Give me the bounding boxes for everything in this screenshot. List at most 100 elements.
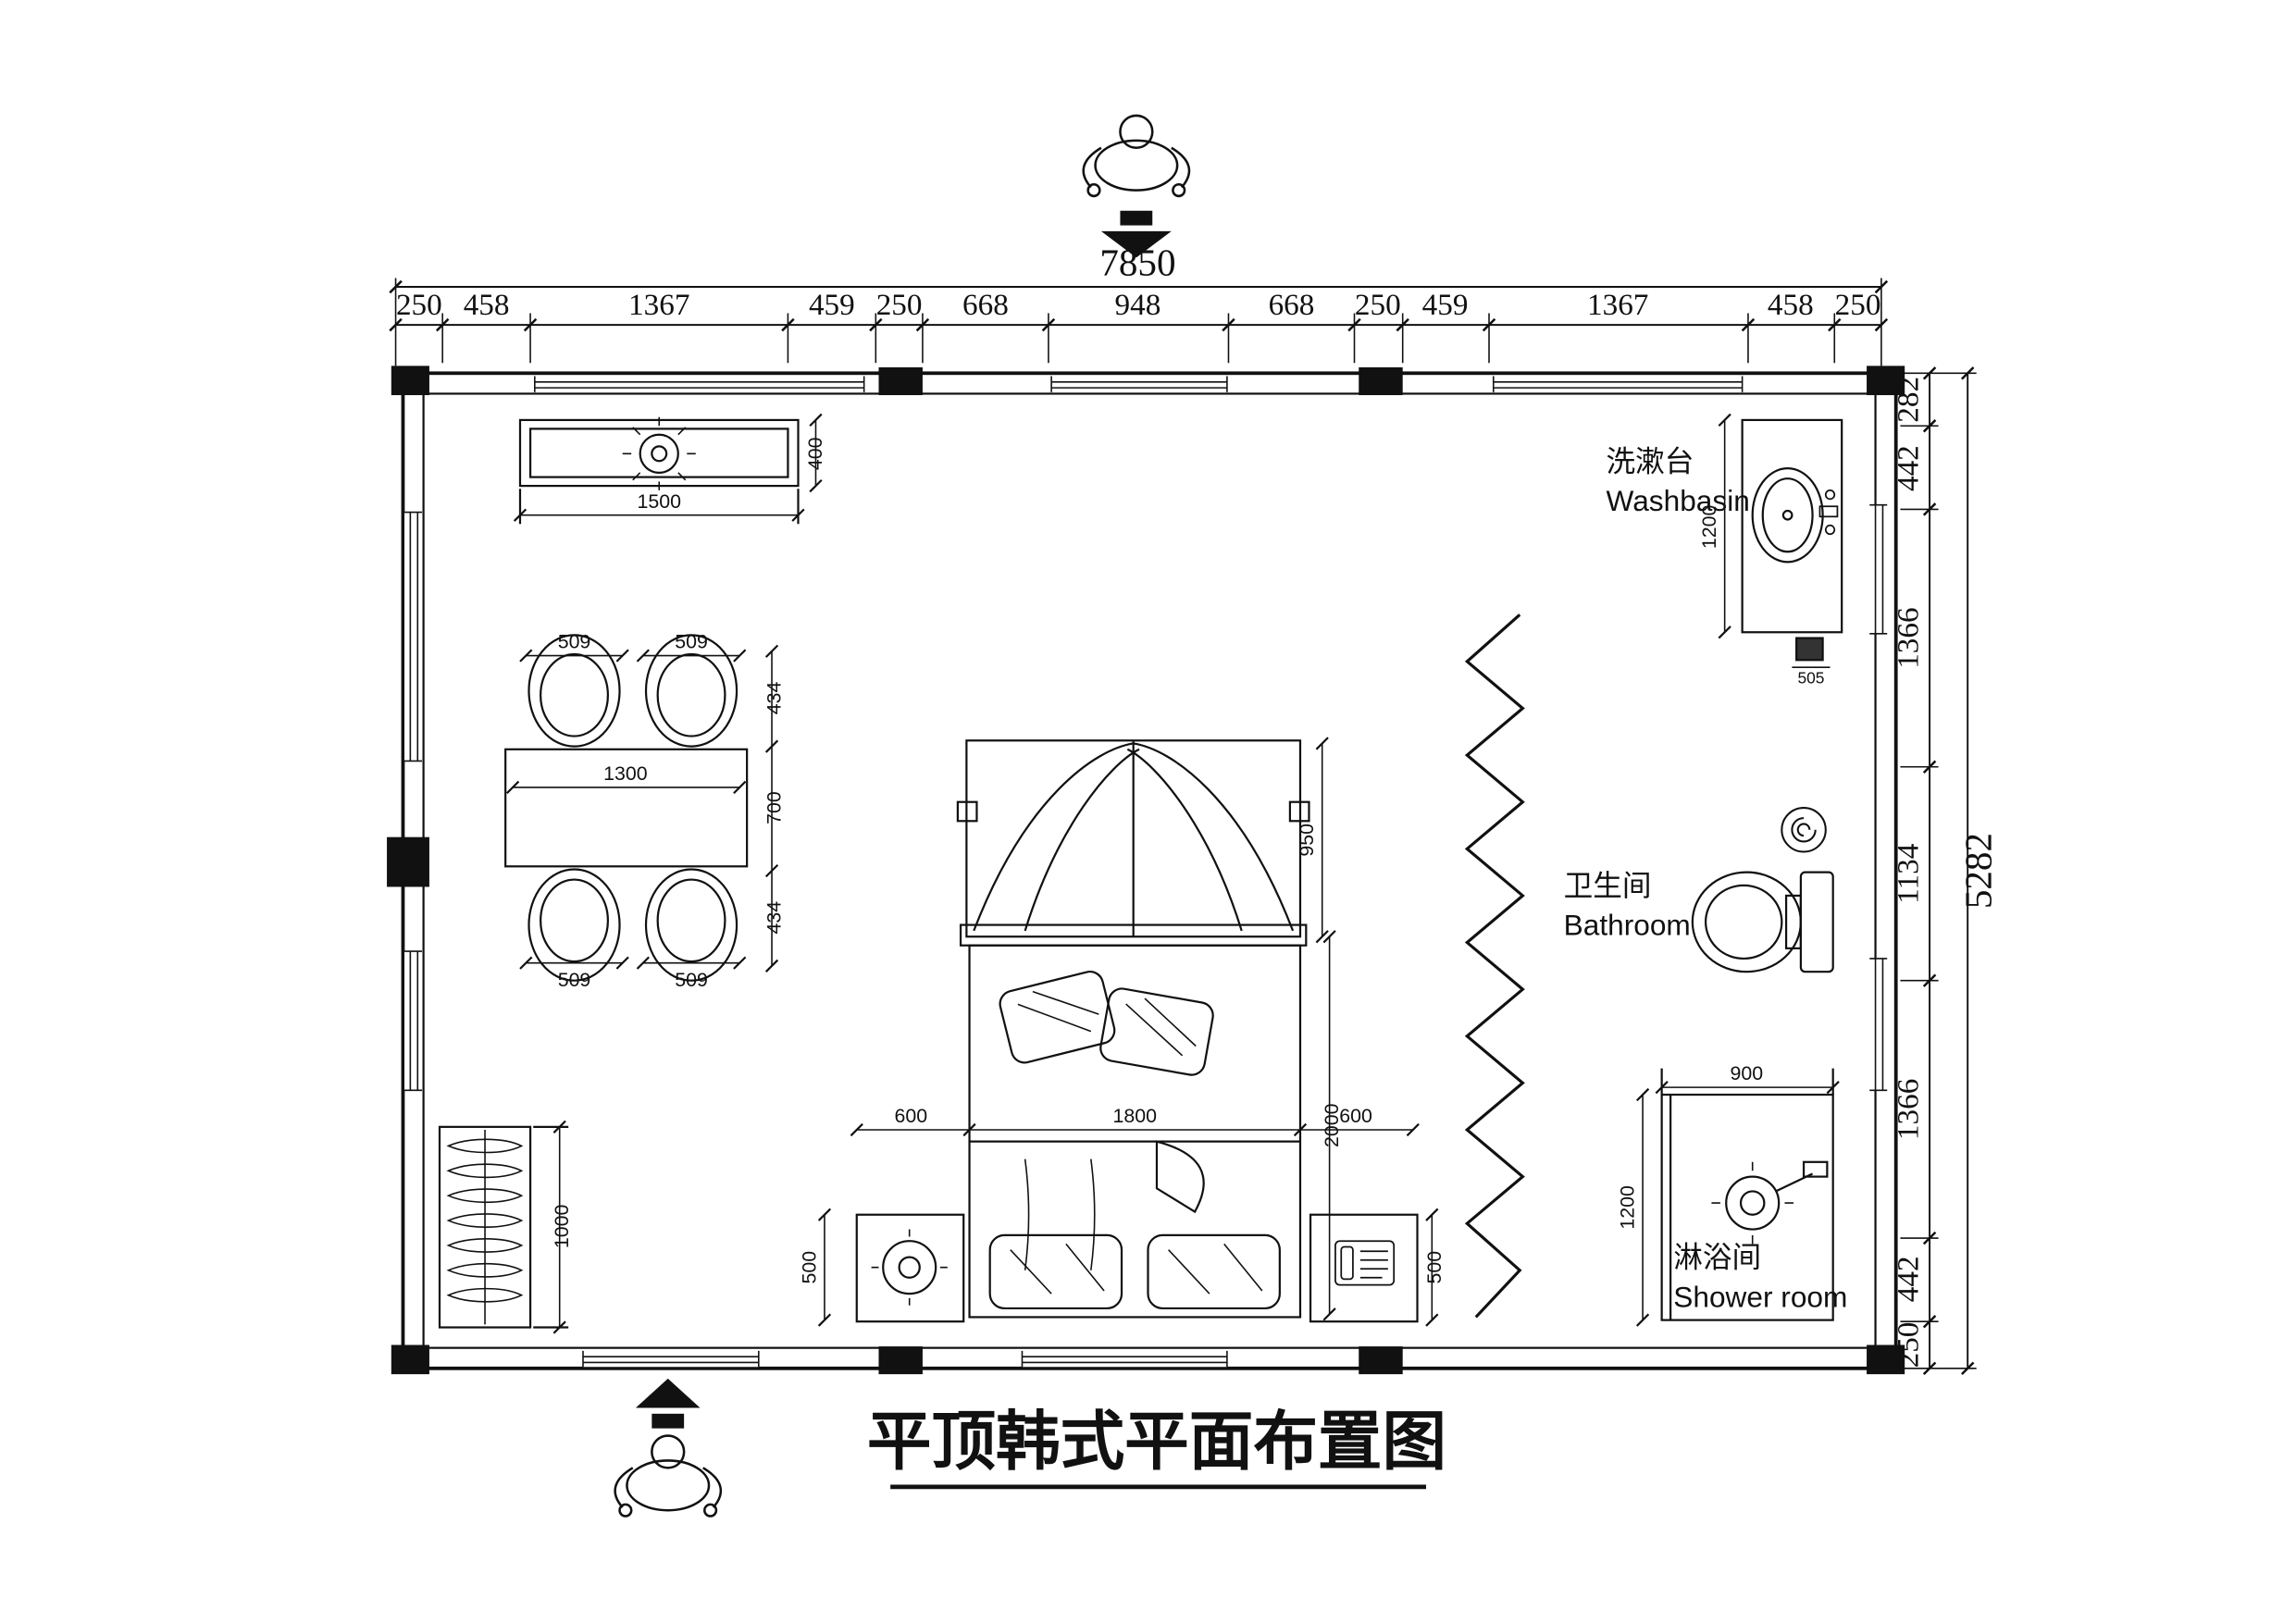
toilet: [1691, 871, 1834, 973]
person-arm-left: [614, 1467, 634, 1508]
right-total-ticks: [1960, 366, 1975, 1376]
label-bathroom-en: Bathroom: [1564, 909, 1691, 942]
label-shower-en: Shower room: [1673, 1280, 1847, 1313]
entry-arrow-bottom: [635, 1378, 701, 1429]
top-total-ticks: [389, 279, 1889, 294]
person-body: [626, 1459, 711, 1512]
dining-chair-bottom-right: [644, 868, 738, 982]
dim-basin-depth: 1200: [1698, 505, 1720, 550]
wall-windows: [404, 376, 1888, 1368]
door-opening-top-center: [1050, 376, 1228, 392]
dim-top-seg-7: 668: [1269, 288, 1315, 322]
dim-dining-v-top: 434: [763, 681, 786, 714]
nightstand-left: [855, 1213, 965, 1323]
drawing-title: 平顶韩式平面布置图: [867, 1406, 1446, 1490]
dim-bed-length: 2000: [1321, 1103, 1343, 1147]
person-arm-right: [1171, 146, 1191, 189]
dim-top-seg-9: 459: [1422, 288, 1469, 322]
right-dimension-chain: 282 442 1366 1134 1366 442 250 5282: [1891, 366, 2000, 1376]
window-left-lower: [404, 950, 423, 1092]
drain-box: [1795, 637, 1824, 662]
window-right-upper: [1869, 503, 1888, 635]
dining-chair-bottom-left: [527, 868, 621, 982]
wall-inner: [422, 392, 1877, 1349]
top-dimension-chain: 7850 250 458 1367 459 250 668 948 668 25…: [389, 241, 1889, 366]
label-shower-zh: 淋浴间: [1673, 1241, 1761, 1274]
window-left-upper: [404, 511, 423, 762]
shower-mixer: [1802, 1160, 1829, 1178]
dim-top-seg-10: 1367: [1587, 288, 1648, 322]
dim-bed-canopy: 950: [1296, 824, 1318, 857]
dining-chair-top-left: [527, 634, 621, 748]
window-right-lower: [1869, 958, 1888, 1092]
person-head: [651, 1434, 686, 1469]
dim-bed-left: 600: [894, 1105, 927, 1127]
bed-foot-pillow-right: [1147, 1233, 1281, 1310]
dim-top-seg-5: 668: [962, 288, 1009, 322]
dim-basin-width: 505: [1797, 669, 1824, 688]
dim-nightstand-left: 500: [798, 1251, 820, 1284]
dim-top-seg-12: 250: [1835, 288, 1881, 322]
dim-chair-br: 509: [675, 969, 708, 991]
dim-top-seg-6: 948: [1115, 288, 1161, 322]
person-arm-right: [702, 1467, 723, 1508]
washbasin-counter: [1718, 413, 1843, 669]
dim-top-seg-2: 1367: [628, 288, 689, 322]
column-bottom-right: [1867, 1344, 1905, 1375]
column-top-right: [1867, 365, 1905, 396]
telephone: [1334, 1240, 1396, 1286]
dim-wardrobe-height: 1000: [551, 1205, 573, 1249]
dim-top-seg-4: 250: [876, 288, 923, 322]
dining-set: [504, 634, 779, 982]
dim-nightstand-right: 500: [1423, 1251, 1446, 1284]
column-bottom-mid-left: [878, 1346, 923, 1375]
dim-right-seg-5: 442: [1891, 1256, 1925, 1302]
window-top-right: [1492, 376, 1744, 392]
top-segment-ticks: [389, 317, 1889, 332]
person-body: [1094, 139, 1179, 192]
dim-right-seg-6: 250: [1891, 1322, 1925, 1369]
plan-title-text: 平顶韩式平面布置图: [867, 1406, 1446, 1478]
folding-partition: [1464, 613, 1525, 1319]
column-left-mid: [387, 836, 429, 887]
dim-chair-bl: 509: [558, 969, 591, 991]
window-top-left: [534, 376, 865, 392]
dim-shower-width: 900: [1731, 1062, 1764, 1084]
column-top-left: [391, 365, 429, 396]
shower-room: [1635, 1068, 1840, 1327]
label-bathroom-zh: 卫生间: [1564, 869, 1652, 902]
column-bottom-mid-right: [1359, 1346, 1403, 1375]
label-washbasin-zh: 洗漱台: [1607, 444, 1694, 477]
dim-right-seg-4: 1366: [1891, 1079, 1925, 1140]
bed-pillow-right: [1099, 987, 1214, 1076]
towel-ring: [1781, 807, 1827, 853]
table-lamp: [882, 1240, 937, 1295]
room-labels: 洗漱台 Washbasin 卫生间 Bathroom 淋浴间 Shower ro…: [1564, 444, 1848, 1313]
person-head: [1119, 114, 1154, 150]
bed-foot-pillow-left: [988, 1233, 1123, 1310]
entry-arrow-top: [1100, 210, 1172, 258]
bed-pillow-left: [999, 970, 1116, 1064]
walls: [401, 371, 1898, 1370]
dim-bed-width: 1800: [1113, 1105, 1158, 1127]
column-bottom-left: [391, 1344, 429, 1375]
hangers: [446, 1138, 524, 1303]
dim-chair-tr: 509: [675, 631, 708, 653]
dim-right-seg-0: 282: [1891, 377, 1925, 423]
dim-top-seg-1: 458: [464, 288, 510, 322]
dim-top-seg-0: 250: [396, 288, 442, 322]
wall-columns: [387, 365, 1905, 1375]
dim-right-total: 5282: [1957, 833, 2000, 909]
wardrobe: [438, 1120, 569, 1334]
ceiling-lamp: [513, 413, 823, 525]
nightstand-right: [1309, 1213, 1419, 1323]
entry-person-bottom: [614, 1434, 723, 1518]
dining-table: [504, 748, 749, 868]
dining-chair-top-right: [644, 634, 738, 748]
wall-outer: [401, 371, 1898, 1370]
dim-top-seg-8: 250: [1355, 288, 1401, 322]
bed: [817, 737, 1439, 1327]
right-segment-ticks: [1922, 366, 1937, 1376]
